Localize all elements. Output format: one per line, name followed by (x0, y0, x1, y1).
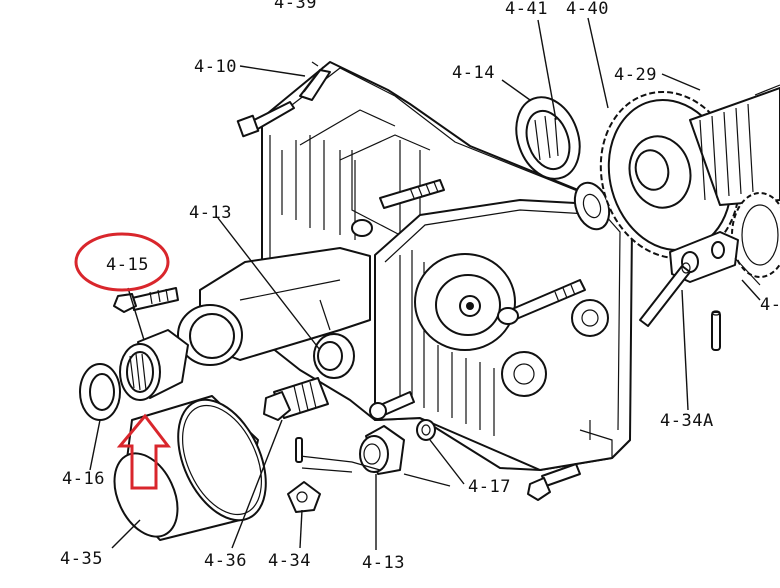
label-4-13-bottom: 4-13 (362, 553, 405, 573)
label-4-39: 4-39 (274, 0, 317, 13)
label-4-41: 4-41 (505, 0, 548, 19)
clevis-4-34 (287, 481, 321, 513)
highlight-circle (74, 232, 170, 292)
label-4-35: 4-35 (60, 549, 103, 569)
bolt-4-10 (299, 61, 331, 101)
bolt-bottom-right (527, 463, 581, 501)
gearbox-housing (261, 61, 633, 471)
label-4-14: 4-14 (452, 63, 495, 83)
pin (711, 310, 721, 351)
label-4-10: 4-10 (194, 57, 237, 77)
label-4-13-top: 4-13 (189, 203, 232, 223)
label-4-17: 4-17 (468, 477, 511, 497)
label-4-edge: 4- (760, 295, 780, 315)
ring-4-13-top (313, 333, 355, 379)
bearing-4-14 (515, 96, 581, 180)
small-gear (731, 192, 780, 278)
oil-filter-4-35 (113, 395, 267, 541)
link-rod (295, 437, 451, 487)
highlight-arrow-up (116, 413, 172, 490)
fitting-4-36 (263, 377, 329, 421)
part-labels: 4-39 4-41 4-40 4-10 4-14 4-29 4-13 4-15 … (60, 0, 780, 573)
label-4-16: 4-16 (62, 469, 105, 489)
label-4-36: 4-36 (204, 551, 247, 571)
label-4-34A: 4-34A (660, 411, 714, 431)
leader-lines (89, 17, 761, 550)
splined-shaft (689, 84, 780, 206)
label-4-34: 4-34 (268, 551, 311, 571)
ring-4-13-bottom (359, 425, 405, 475)
shaft-4-34A (639, 262, 691, 327)
highlight-annotation (74, 232, 172, 490)
label-4-15: 4-15 (106, 255, 149, 275)
seal-4-16 (79, 363, 121, 421)
label-4-40: 4-40 (566, 0, 609, 19)
label-4-29: 4-29 (614, 65, 657, 85)
bolt-lower-center (369, 391, 415, 420)
bolt-4-15 (113, 287, 179, 313)
threaded-stud-upper (351, 179, 445, 237)
washer-4-17 (416, 419, 436, 441)
threaded-stud-right (497, 279, 586, 325)
bearing-sleeve-4-15 (119, 329, 189, 401)
top-bolt (236, 101, 295, 138)
